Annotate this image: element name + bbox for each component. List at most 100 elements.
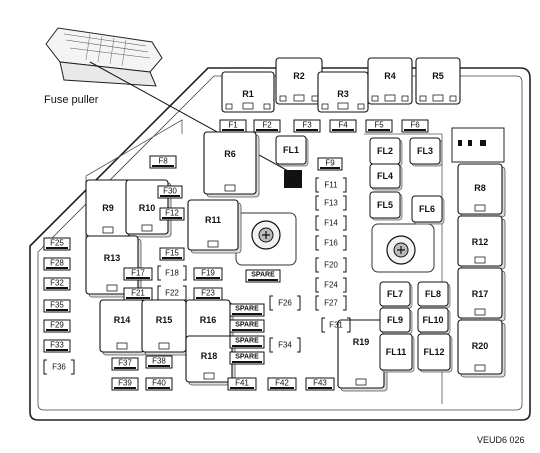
fusible-link-label-fl1: FL1 [283,145,299,155]
fuse-label-f37: F37 [118,359,132,368]
fusible-link-label-fl10: FL10 [422,315,443,325]
fuse-f26: F26 [269,295,301,311]
relay-label-r12: R12 [472,237,489,247]
fuse-f4: F4 [329,119,357,133]
relay-label-r10: R10 [139,203,156,213]
fusible-link-label-fl12: FL12 [423,347,444,357]
fuse-label-f26: F26 [278,299,292,308]
fusible-link-fl5: FL5 [369,191,403,221]
fusible-link-fl7: FL7 [379,281,413,309]
relay-label-r13: R13 [104,253,121,263]
fusible-link-label-fl8: FL8 [425,289,441,299]
fuse-f20: F20 [315,257,347,273]
fuse-label-f24: F24 [324,281,338,290]
fusible-link-fl11: FL11 [379,333,415,373]
fuse-label-f20: F20 [324,261,338,270]
fusible-link-label-fl11: FL11 [386,347,407,357]
relay-label-r15: R15 [156,315,173,325]
fusible-link-fl6: FL6 [411,195,445,225]
fuse-label-f43: F43 [313,379,327,388]
spare-fuse-slot: SPARE [229,319,265,333]
fuse-f21: F21 [123,287,153,301]
fuse-label-f1: F1 [228,121,238,130]
fuse-f33: F33 [43,339,71,353]
fuse-label-f13: F13 [324,199,338,208]
fuse-f22: F22 [157,285,187,301]
fuse-label-f6: F6 [410,121,420,130]
fuse-f27: F27 [315,295,347,311]
fuse-label-f4: F4 [338,121,348,130]
fuse-f2: F2 [253,119,281,133]
fuse-f6: F6 [401,119,429,133]
fuse-f30: F30 [157,185,183,199]
fuse-f32: F32 [43,277,71,291]
relay-r8: R8 [457,163,506,218]
fusible-link-fl10: FL10 [417,307,451,335]
fuse-f9: F9 [317,157,343,171]
fuse-f36: F36 [43,359,75,375]
fusible-link-fl2: FL2 [369,137,403,167]
fuse-label-f12: F12 [165,209,179,218]
fuse-label-f9: F9 [325,159,335,168]
fuse-f34: F34 [269,337,301,353]
fuse-label-f11: F11 [324,181,338,190]
fuse-f24: F24 [315,277,347,293]
fuse-f37: F37 [111,357,139,371]
relay-label-r16: R16 [200,315,217,325]
fuse-f18: F18 [157,265,187,281]
spare-label: SPARE [235,322,259,329]
spare-fuse-slot: SPARE [229,303,265,317]
fuse-f13: F13 [315,195,347,211]
fuse-label-f35: F35 [50,301,64,310]
spare-label: SPARE [235,354,259,361]
fusible-link-fl3: FL3 [409,137,443,167]
spare-fuse-slot: SPARE [229,351,265,365]
fusible-link-fl1: FL1 [275,135,309,167]
fuse-label-f8: F8 [158,157,168,166]
fusible-link-fl9: FL9 [379,307,413,335]
relay-label-r14: R14 [114,315,131,325]
fuse-label-f36: F36 [52,363,66,372]
relay-r9: R9 [85,179,134,240]
fuse-f23: F23 [193,287,223,301]
fuse-label-f25: F25 [50,239,64,248]
fuse-puller-caption: Fuse puller [44,94,99,106]
relay-label-r18: R18 [201,351,218,361]
fusible-link-label-fl6: FL6 [419,204,435,214]
relay-label-r11: R11 [205,215,221,225]
fuse-f16: F16 [315,235,347,251]
relay-label-r6: R6 [224,149,236,159]
fuse-f40: F40 [145,377,173,391]
spare-label: SPARE [235,338,259,345]
figure-code: VEUD6 026 [477,435,525,445]
relay-r6: R6 [203,131,260,198]
relay-label-r2: R2 [293,71,305,81]
fusible-link-label-fl3: FL3 [417,146,433,156]
fusible-link-label-fl9: FL9 [387,315,403,325]
relay-label-r20: R20 [472,341,489,351]
spare-fuse-slot: SPARE [229,335,265,349]
fuse-box-inner-wall [37,75,523,411]
fuse-f31: F31 [321,317,351,333]
relay-r11: R11 [187,199,242,254]
bolt-center-icon [235,212,297,266]
fusible-link-fl4: FL4 [369,163,403,191]
spare-fuse-slot: SPARE [245,269,281,283]
relay-r19: R19 [337,319,388,392]
fuse-label-f16: F16 [324,239,338,248]
bolt-right-icon [371,223,435,273]
relay-r14: R14 [99,299,148,356]
fuse-f25: F25 [43,237,71,251]
spare-label: SPARE [251,272,275,279]
fuse-f15: F15 [159,247,185,261]
relay-r5: R5 [415,57,461,105]
fuse-label-f21: F21 [131,289,145,298]
fusible-link-fl12: FL12 [417,333,453,373]
fuse-f14: F14 [315,215,347,231]
fuse-label-f33: F33 [50,341,64,350]
fuse-label-f29: F29 [50,321,64,330]
fusible-link-label-fl5: FL5 [377,200,393,210]
fuse-f28: F28 [43,257,71,271]
fuse-puller-tool [45,27,163,87]
